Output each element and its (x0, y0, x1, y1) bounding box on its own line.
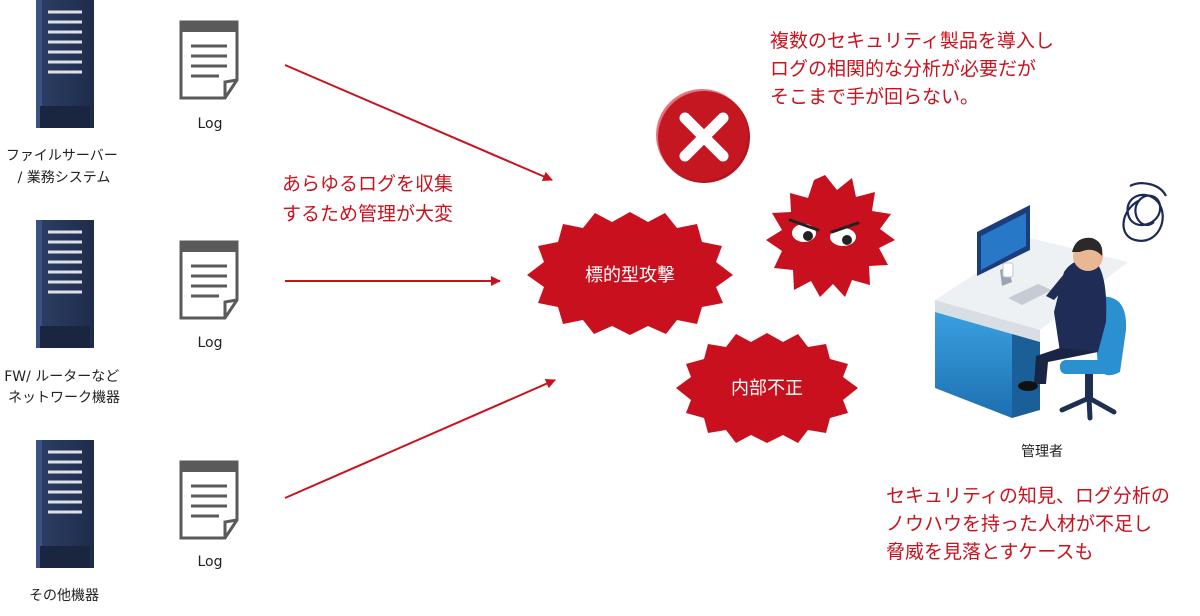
log-document-icon (179, 240, 239, 320)
virus-monster-icon (766, 175, 895, 297)
source-label: ファイルサーバー / 業務システム (6, 148, 122, 186)
log-label: Log (197, 116, 222, 132)
log-label: Log (197, 335, 222, 351)
administrator-icon (935, 205, 1128, 421)
source-label: その他機器 (29, 588, 99, 604)
insider-fraud-label: 内部不正 (731, 378, 803, 399)
x-mark-icon (656, 89, 750, 183)
insider-fraud-burst: 内部不正 (676, 333, 858, 443)
server-icon (36, 440, 94, 568)
top-note: 複数のセキュリティ製品を導入し ログの相関的な分析が必要だが そこまで手が回らな… (770, 30, 1060, 108)
arrow-icon (284, 379, 556, 499)
targeted-attack-burst: 標的型攻撃 (527, 212, 733, 335)
collection-note: あらゆるログを収集 するため管理が大変 (282, 173, 459, 225)
targeted-attack-label: 標的型攻撃 (585, 265, 675, 286)
log-document-icon (179, 460, 239, 540)
source-label: FW/ ルーターなど ネットワーク機器 (4, 369, 124, 406)
arrow-icon (284, 64, 553, 182)
server-icon (36, 220, 94, 348)
admin-label: 管理者 (1021, 444, 1063, 460)
bottom-note: セキュリティの知見、ログ分析の ノウハウを持った人材が不足し 脅威を見落とすケー… (886, 485, 1176, 563)
server-icon (36, 0, 94, 128)
log-label: Log (197, 554, 222, 570)
log-document-icon (179, 20, 239, 100)
stress-scribble-icon (1122, 182, 1167, 242)
